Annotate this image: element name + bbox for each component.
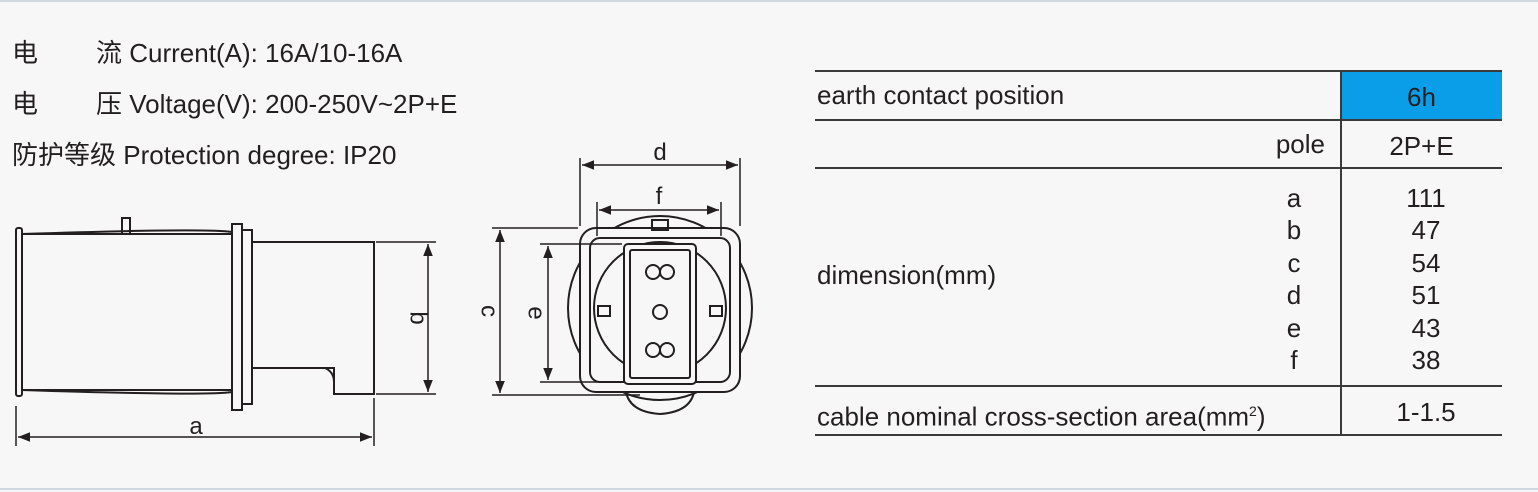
pole-label: pole [1275,129,1325,159]
top-divider [0,0,1538,2]
cable-label-end: ) [1256,401,1266,432]
dimension-value: 111 [1406,183,1446,213]
dimension-value: 47 [1411,215,1441,246]
spec-current-cn2: 流 [96,38,123,68]
cable-value: 1-1.5 [1396,397,1456,427]
table-rule-4 [815,385,1502,387]
pole-value: 2P+E [1389,131,1454,161]
table-rule-3 [815,167,1502,169]
table-column-divider [1340,70,1342,436]
label-c: c [476,305,503,317]
dimension-key: f [1290,345,1298,376]
cable-label: cable nominal cross-section area(mm2) [817,396,1266,432]
dimension-value: 43 [1411,312,1441,343]
front-view [492,158,753,416]
cable-label-text: cable nominal cross-section area(mm [817,401,1250,432]
label-b: b [405,311,432,324]
dimension-value: 54 [1411,247,1441,278]
spec-protection-text: Protection degree: IP20 [123,140,397,170]
spec-voltage-text: Voltage(V): 200-250V~2P+E [129,89,458,119]
label-a: a [189,413,203,440]
label-e: e [523,306,550,319]
spec-voltage-cn2: 压 [96,89,123,119]
table-rule-5 [815,434,1502,436]
cable-label-sup: 2 [1249,403,1257,419]
spec-current-text: Current(A): 16A/10-16A [129,38,403,68]
spec-voltage-cn1: 电 [12,89,39,119]
dimension-value: 38 [1411,345,1441,376]
earth-contact-value: 6h [1407,82,1436,112]
dimension-key: e [1286,312,1302,343]
dimension-keys: a b c d e f [1280,182,1308,376]
spec-protection: 防护等级 Protection degree: IP20 [12,140,396,170]
side-view [15,217,436,446]
earth-value-cell [1341,72,1502,119]
bottom-divider [0,488,1538,490]
label-f: f [656,183,663,210]
spec-protection-cn: 防护等级 [12,140,117,170]
table-rule-1 [815,70,1502,72]
dimension-key: d [1286,280,1302,311]
earth-contact-label: earth contact position [817,80,1065,110]
label-d: d [653,139,666,166]
spec-voltage: 电 压 Voltage(V): 200-250V~2P+E [12,89,457,119]
dimension-values: 111 47 54 51 43 38 [1341,182,1511,376]
dimension-label: dimension(mm) [817,260,997,290]
dimension-key: c [1287,247,1301,278]
table-rule-2 [815,119,1502,121]
dimension-key: b [1286,215,1302,246]
spec-current: 电 流 Current(A): 16A/10-16A [12,38,402,68]
dimension-value: 51 [1411,280,1441,311]
spec-current-cn1: 电 [12,38,39,68]
dimension-key: a [1286,183,1302,213]
